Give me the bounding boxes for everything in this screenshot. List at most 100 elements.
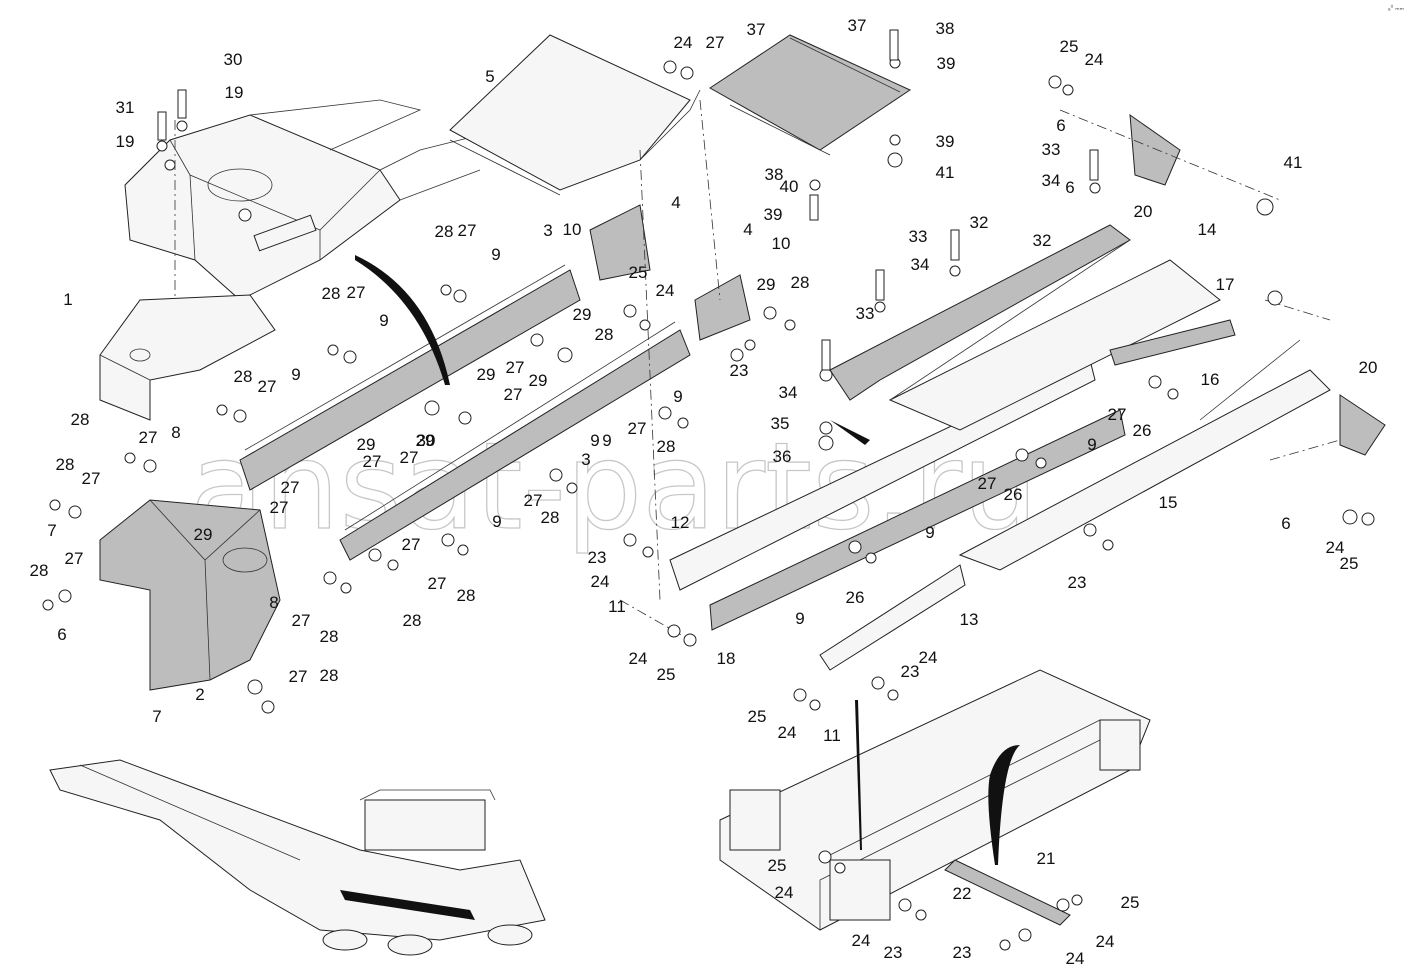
strip-part-21 — [944, 859, 1071, 926]
callout-41: 41 — [1284, 153, 1303, 172]
callout-1: 1 — [63, 290, 72, 309]
callout-8: 8 — [171, 423, 180, 442]
callout-27: 27 — [504, 385, 523, 404]
pointer-line-11 — [855, 700, 862, 850]
callout-28: 28 — [435, 222, 454, 241]
plate-part-4-right — [694, 274, 751, 341]
plate-part-20-lower — [1339, 394, 1386, 456]
callout-23: 23 — [730, 361, 749, 380]
callout-23: 23 — [884, 943, 903, 962]
callout-27: 27 — [258, 377, 277, 396]
bracket-part-1 — [99, 294, 276, 421]
callout-25: 25 — [768, 856, 787, 875]
callout-33: 33 — [1042, 140, 1061, 159]
strip-part-17 — [1109, 319, 1236, 366]
callout-27: 27 — [524, 491, 543, 510]
callout-27: 27 — [978, 474, 997, 493]
side-plate-part-12 — [669, 359, 1096, 591]
frame-part-14 — [888, 239, 1221, 431]
callout-33: 33 — [856, 304, 875, 323]
cover-plate-part-36 — [709, 34, 912, 156]
callout-6: 6 — [1281, 514, 1290, 533]
conveyor-head-housing — [124, 99, 501, 301]
callout-9: 9 — [602, 431, 611, 450]
callout-9: 9 — [590, 431, 599, 450]
callout-8: 8 — [269, 593, 278, 612]
side-plate-part-31 — [829, 224, 1131, 401]
callout-6: 6 — [1065, 178, 1074, 197]
callout-26: 26 — [1133, 421, 1152, 440]
callout-27: 27 — [363, 452, 382, 471]
callout-37: 37 — [747, 20, 766, 39]
side-plate-part-18 — [709, 409, 1126, 631]
callout-6: 6 — [57, 625, 66, 644]
callout-41: 41 — [936, 163, 955, 182]
callout-35: 35 — [771, 414, 790, 433]
callout-29: 29 — [573, 305, 592, 324]
callout-12: 12 — [671, 513, 690, 532]
callout-28: 28 — [56, 455, 75, 474]
callout-29: 29 — [757, 275, 776, 294]
plate-part-20-upper — [1129, 113, 1181, 186]
frame-part-15 — [958, 339, 1331, 571]
callout-34: 34 — [779, 383, 798, 402]
callout-27: 27 — [292, 611, 311, 630]
callout-29: 29 — [416, 431, 435, 450]
callout-27: 27 — [1108, 405, 1127, 424]
callout-27: 27 — [65, 549, 84, 568]
callout-28: 28 — [403, 611, 422, 630]
callout-21: 21 — [1037, 849, 1056, 868]
bracket-part-13 — [819, 564, 966, 671]
callout-27: 27 — [347, 283, 366, 302]
callout-9: 9 — [492, 512, 501, 531]
chute-part-2 — [99, 499, 281, 691]
callout-27: 27 — [402, 535, 421, 554]
callout-30: 30 — [417, 431, 436, 450]
callout-39: 39 — [937, 54, 956, 73]
callout-28: 28 — [457, 586, 476, 605]
callout-3: 3 — [581, 450, 590, 469]
callout-25: 25 — [748, 707, 767, 726]
callout-32: 32 — [1033, 231, 1052, 250]
callout-27: 27 — [628, 419, 647, 438]
callout-25: 25 — [1121, 893, 1140, 912]
callout-39: 39 — [936, 132, 955, 151]
plate-part-4-left — [589, 204, 651, 281]
callout-30: 30 — [224, 50, 243, 69]
callout-28: 28 — [320, 627, 339, 646]
callout-27: 27 — [139, 428, 158, 447]
callout-27: 27 — [400, 448, 419, 467]
callout-22: 22 — [953, 884, 972, 903]
callout-24: 24 — [629, 649, 648, 668]
callout-23: 23 — [953, 943, 972, 962]
callout-28: 28 — [595, 325, 614, 344]
callout-5: 5 — [485, 67, 494, 86]
callout-34: 34 — [1042, 171, 1061, 190]
callout-24: 24 — [852, 931, 871, 950]
callout-2: 2 — [195, 685, 204, 704]
callout-24: 24 — [591, 572, 610, 591]
callout-9: 9 — [795, 609, 804, 628]
callout-7: 7 — [152, 707, 161, 726]
callout-27: 27 — [270, 498, 289, 517]
callout-15: 15 — [1159, 493, 1178, 512]
callout-28: 28 — [234, 367, 253, 386]
callout-25: 25 — [657, 665, 676, 684]
callout-26: 26 — [846, 588, 865, 607]
callout-17: 17 — [1216, 275, 1235, 294]
callout-28: 28 — [71, 410, 90, 429]
callout-24: 24 — [674, 33, 693, 52]
callout-29: 29 — [477, 365, 496, 384]
callout-9: 9 — [673, 387, 682, 406]
callout-23: 23 — [1068, 573, 1087, 592]
callout-28: 28 — [30, 561, 49, 580]
callout-10: 10 — [772, 234, 791, 253]
callout-24: 24 — [1096, 932, 1115, 951]
callout-28: 28 — [541, 508, 560, 527]
callout-39: 39 — [764, 205, 783, 224]
callout-4: 4 — [743, 220, 752, 239]
hardware-items — [42, 29, 1375, 951]
cover-plate-part-5 — [449, 34, 701, 196]
callout-19: 19 — [116, 132, 135, 151]
